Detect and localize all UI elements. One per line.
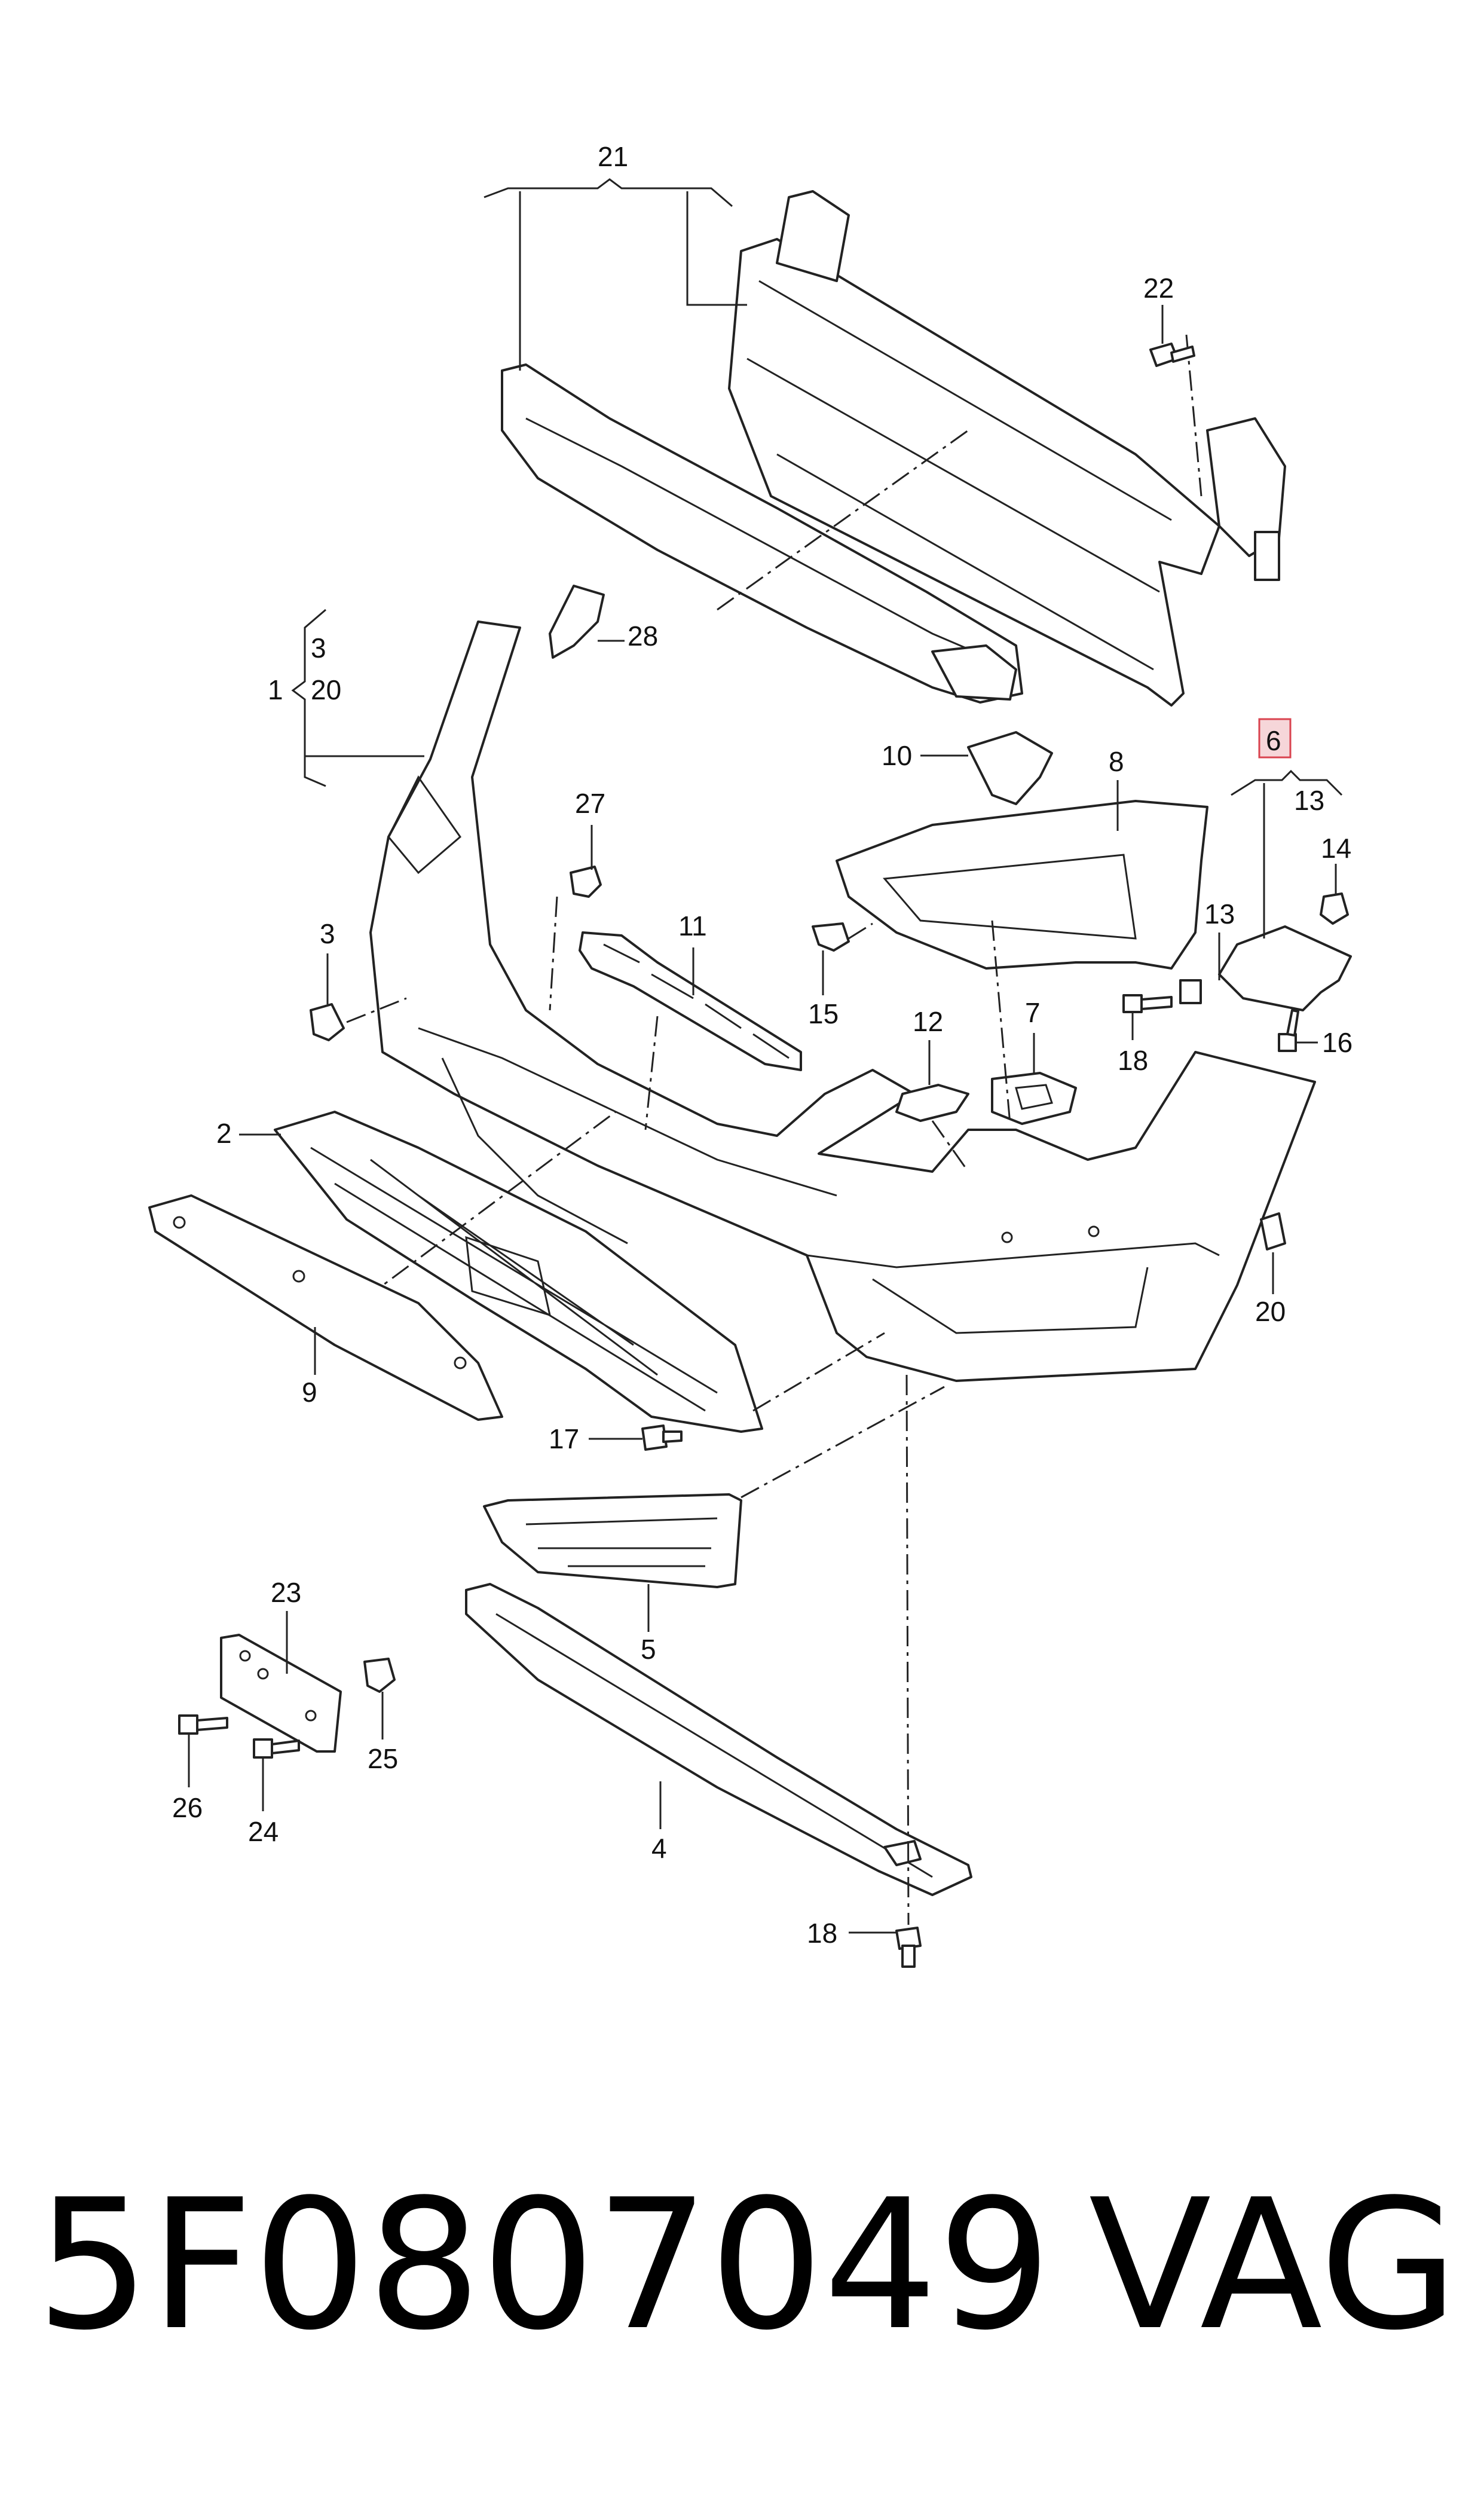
part-16-bolt	[1278, 1009, 1299, 1052]
axis-line-5	[741, 1386, 945, 1499]
part-4-spoiler	[465, 1583, 972, 1896]
part-11-grille-strip	[579, 931, 802, 1071]
part-8-frame	[836, 800, 1208, 970]
part-21-bumper-carrier	[501, 190, 1286, 707]
label-17: 17	[549, 1423, 579, 1454]
part-9-trim-strip	[148, 1194, 503, 1421]
label-5: 5	[641, 1634, 656, 1665]
axis-line-8	[991, 920, 1011, 1124]
part-25-clip	[363, 1658, 396, 1693]
label-10: 10	[882, 740, 912, 771]
brand-name: VAG	[1088, 2161, 1458, 2370]
part-27-clip	[570, 866, 602, 898]
label-15: 15	[808, 998, 839, 1029]
axis-line-27	[549, 896, 558, 1011]
label-13-lower: 13	[1204, 898, 1235, 930]
part-26-screw	[178, 1714, 228, 1735]
axis-line-3	[346, 997, 407, 1023]
part-17-screw	[641, 1424, 683, 1451]
part-22-bolt	[1149, 343, 1195, 367]
label-25: 25	[368, 1743, 398, 1774]
label-4: 4	[651, 1833, 667, 1864]
part-23-plate-bracket	[220, 1634, 342, 1753]
label-27: 27	[575, 788, 605, 819]
label-20-right: 20	[1255, 1296, 1286, 1327]
axis-line-2b	[752, 1332, 885, 1412]
axis-line-11	[644, 1016, 659, 1130]
label-3-upper: 3	[311, 632, 326, 664]
label-6: 6	[1266, 725, 1281, 756]
label-2: 2	[216, 1118, 232, 1149]
label-22: 22	[1143, 273, 1174, 304]
part-28-bracket	[549, 585, 605, 659]
part-12-cap	[895, 1084, 969, 1122]
label-11: 11	[678, 910, 707, 941]
axis-line-21	[717, 429, 969, 611]
part-14-clip	[1320, 892, 1349, 925]
label-18-upper: 18	[1118, 1045, 1148, 1076]
label-16: 16	[1322, 1027, 1353, 1058]
axis-line-4	[905, 1374, 910, 1925]
part-number: 5F0807049	[36, 2161, 1052, 2370]
part-7-cover	[991, 1072, 1077, 1125]
axis-line-15	[848, 922, 873, 940]
label-26: 26	[172, 1792, 203, 1823]
label-18-lower: 18	[807, 1918, 837, 1949]
axis-line-12	[931, 1120, 969, 1172]
label-7: 7	[1025, 997, 1041, 1028]
label-12: 12	[913, 1006, 943, 1037]
part-13-nut	[1179, 979, 1202, 1004]
label-6-highlight	[1258, 718, 1292, 759]
part-6-bracket	[1218, 925, 1352, 1011]
label-8: 8	[1109, 746, 1124, 777]
label-24: 24	[248, 1816, 279, 1847]
label-1: 1	[268, 674, 283, 705]
part-3-clip	[310, 1003, 345, 1041]
part-labels: 21 22 3 1 20 28 10 8 6 13 14 27 11 3 15 …	[172, 141, 1353, 1949]
label-3-left: 3	[320, 918, 335, 949]
part-24-screw	[253, 1738, 300, 1759]
exploded-parts-diagram: 21 22 3 1 20 28 10 8 6 13 14 27 11 3 15 …	[148, 141, 1353, 1968]
part-1-bumper-cover	[369, 620, 1316, 1382]
label-13-upper: 13	[1294, 785, 1324, 816]
label-21: 21	[598, 141, 628, 172]
part-15-clip	[812, 922, 850, 952]
label-14: 14	[1321, 833, 1351, 864]
label-9: 9	[302, 1377, 317, 1408]
leader-lines	[188, 178, 1343, 1934]
axis-line-22	[1185, 334, 1203, 497]
axis-line-2	[334, 1111, 616, 1322]
part-5-side-grille	[483, 1493, 742, 1588]
label-23: 23	[271, 1577, 301, 1608]
label-28: 28	[628, 620, 658, 652]
part-20-clip	[1260, 1212, 1286, 1251]
part-18-bolt-upper	[1122, 994, 1173, 1013]
caption-bar: 5F0807049 VAG	[36, 2140, 1458, 2391]
part-2-lower-grille	[274, 1111, 763, 1433]
part-18-bolt-lower	[895, 1927, 922, 1968]
label-20-upper: 20	[311, 674, 341, 705]
part-10-bracket	[967, 731, 1053, 805]
